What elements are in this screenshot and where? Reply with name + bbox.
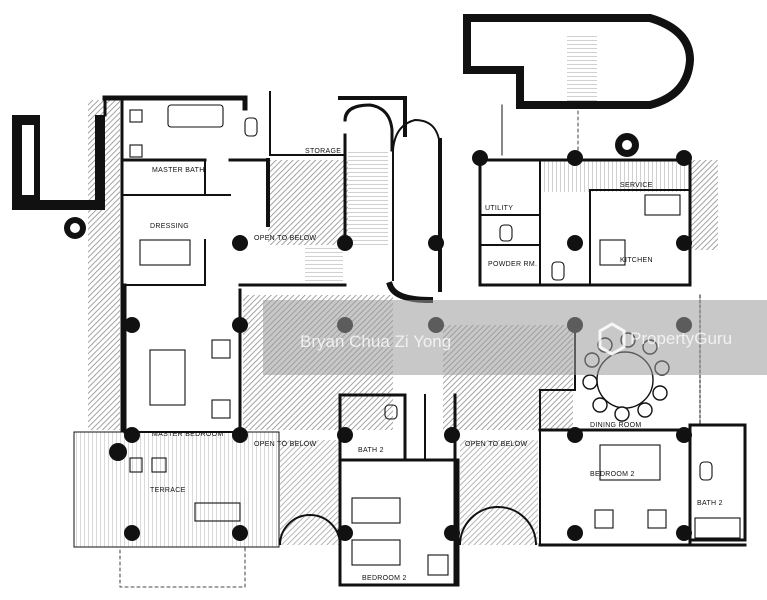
- label-bedroom-2-right: BEDROOM 2: [590, 471, 635, 478]
- watermark-agent: Bryan Chua Zi Yong: [300, 332, 451, 351]
- label-dining-room: DINING ROOM: [590, 422, 642, 429]
- fixtures: [129, 104, 741, 576]
- turret-left: [12, 115, 105, 210]
- watermark-brand: PropertyGuru: [630, 329, 732, 348]
- label-master-bedroom: MASTER BEDROOM: [152, 431, 223, 438]
- walls: [73, 14, 747, 588]
- label-utility: UTILITY: [485, 205, 513, 212]
- label-bath-2-center: BATH 2: [358, 447, 384, 454]
- watermark: Bryan Chua Zi Yong PropertyGuru: [263, 300, 767, 375]
- label-open-to-below-2: OPEN TO BELOW: [254, 441, 316, 448]
- room-labels: MASTER BATH STORAGE DRESSING OPEN TO BEL…: [150, 148, 723, 582]
- label-dressing: DRESSING: [150, 223, 189, 230]
- label-terrace: TERRACE: [150, 487, 186, 494]
- label-open-to-below-1: OPEN TO BELOW: [254, 235, 316, 242]
- label-bedroom-2-center: BEDROOM 2: [362, 575, 407, 582]
- stairs: [74, 35, 688, 547]
- label-service: SERVICE: [620, 182, 653, 189]
- label-kitchen: KITCHEN: [620, 257, 653, 264]
- label-bath-2-right: BATH 2: [697, 500, 723, 507]
- label-storage: STORAGE: [305, 148, 341, 155]
- propertyguru-logo-icon: [598, 322, 626, 356]
- label-master-bath: MASTER BATH: [152, 167, 205, 174]
- label-powder-rm: POWDER RM.: [488, 261, 537, 268]
- label-open-to-below-3: OPEN TO BELOW: [465, 441, 527, 448]
